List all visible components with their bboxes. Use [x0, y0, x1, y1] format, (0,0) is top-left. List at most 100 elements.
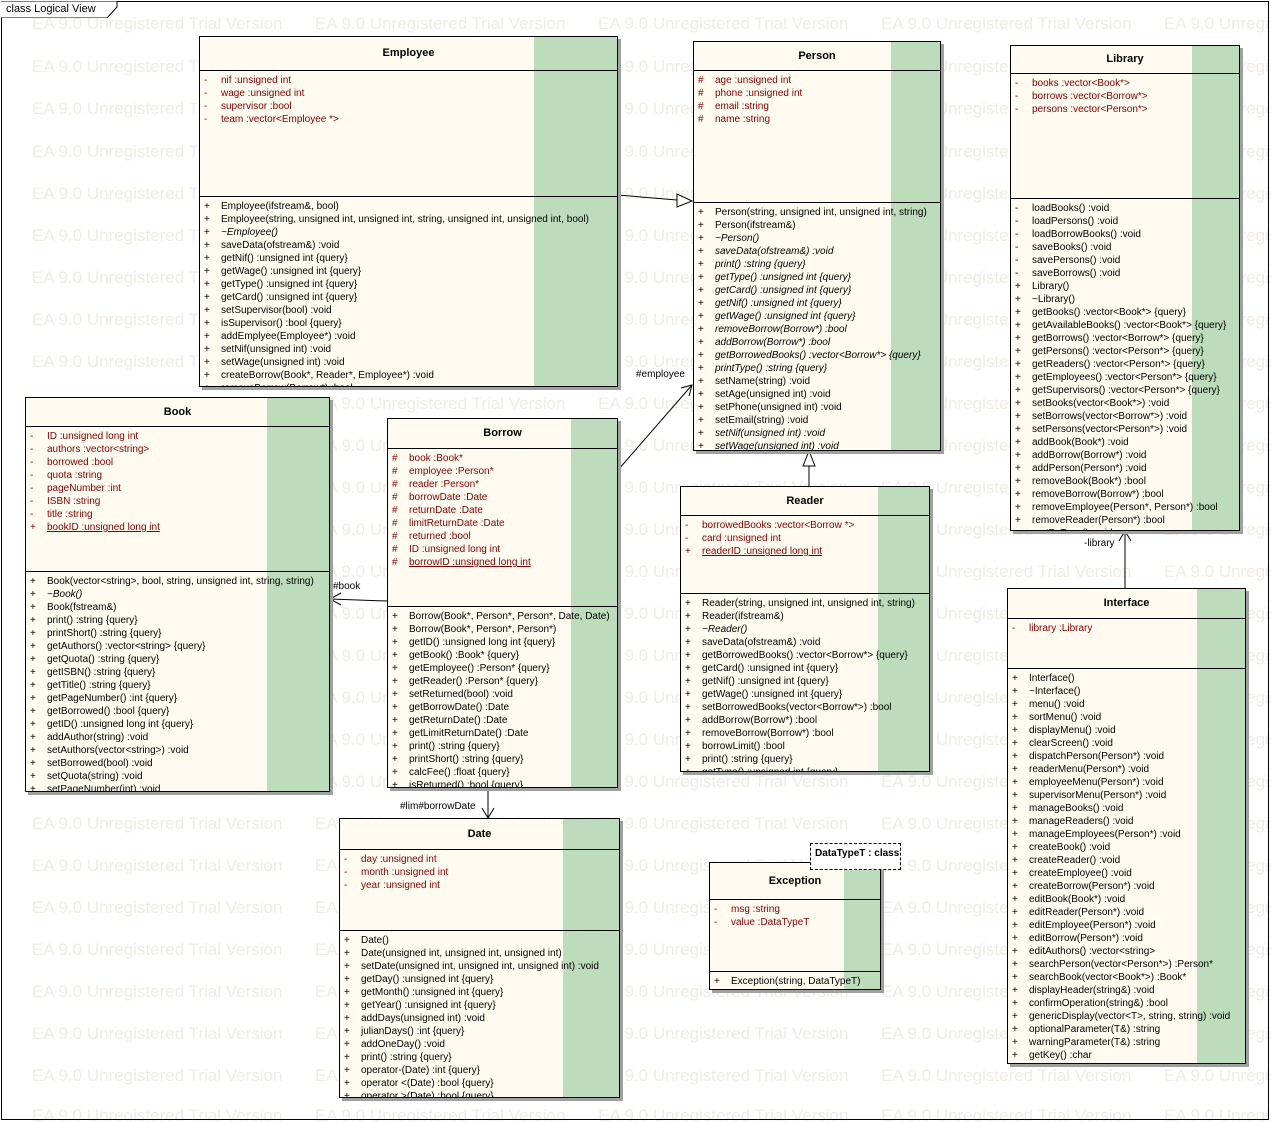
- visibility-marker: +: [30, 758, 36, 769]
- operation-row: +setName(string) :void: [694, 375, 940, 388]
- visibility-marker: +: [30, 732, 36, 743]
- attribute-row: -borrowed :bool: [26, 456, 329, 469]
- operation-row: +getCard() :unsigned int {query}: [200, 291, 617, 304]
- operation-text: removeBorrow(Borrow*) :bool: [221, 382, 353, 386]
- visibility-marker: -: [685, 533, 689, 544]
- operation-row: +getType() :unsigned int {query}: [681, 766, 929, 771]
- class-name: Reader: [786, 495, 824, 507]
- visibility-marker: +: [698, 220, 704, 231]
- visibility-marker: -: [30, 444, 34, 455]
- visibility-marker: #: [392, 518, 398, 529]
- operation-text: setBorrowed(bool) :void: [47, 758, 153, 769]
- operation-text: getBorrowedBooks() :vector<Borrow*> {que…: [702, 650, 908, 661]
- visibility-marker: +: [204, 370, 210, 381]
- visibility-marker: +: [1015, 424, 1021, 435]
- visibility-marker: -: [30, 457, 34, 468]
- class-borrow[interactable]: Borrow#book :Book*#employee :Person*#rea…: [387, 418, 618, 788]
- operation-text: borrowLimit() :bool: [702, 741, 785, 752]
- operation-row: +employeeMenu(Person*) :void: [1008, 776, 1245, 789]
- visibility-marker: +: [344, 1013, 350, 1024]
- visibility-marker: -: [1015, 255, 1019, 266]
- operation-text: Person(string, unsigned int, unsigned in…: [715, 207, 927, 218]
- operation-row: +saveData(ofstream&) :void: [694, 245, 940, 258]
- operation-text: createBook() :void: [1029, 842, 1111, 853]
- visibility-marker: +: [1015, 307, 1021, 318]
- visibility-marker: +: [30, 693, 36, 704]
- visibility-marker: +: [1015, 359, 1021, 370]
- operations-compartment: -loadBooks() :void-loadPersons() :void-l…: [1011, 202, 1239, 530]
- attribute-row: -ISBN :string: [26, 495, 329, 508]
- compartment-divider: [1011, 73, 1239, 74]
- attributes-compartment: #age :unsigned int#phone :unsigned int#e…: [694, 74, 940, 126]
- attribute-row: -wage :unsigned int: [200, 87, 617, 100]
- visibility-marker: +: [1012, 751, 1018, 762]
- operation-row: +print() :string {query}: [694, 258, 940, 271]
- visibility-marker: #: [392, 466, 398, 477]
- association-arrowhead-person: [680, 384, 693, 397]
- class-exception[interactable]: Exception-msg :string-value :DataTypeT+E…: [709, 862, 881, 990]
- operation-row: +setWage(unsigned int) :void: [694, 440, 940, 450]
- operation-row: +getKey() :char: [1008, 1049, 1245, 1062]
- class-shade: [1192, 46, 1239, 530]
- operation-row: +setWage(unsigned int) :void: [200, 356, 617, 369]
- attribute-row: #limitReturnDate :Date: [388, 517, 617, 530]
- operation-row: +Reader(ifstream&): [681, 610, 929, 623]
- operation-row: +getType() :unsigned int {query}: [200, 278, 617, 291]
- operation-row: +getSupervisors() :vector<Person*> {quer…: [1011, 384, 1239, 397]
- association-borrow-person: [617, 384, 693, 471]
- visibility-marker: -: [204, 75, 208, 86]
- visibility-marker: +: [204, 292, 210, 303]
- operation-text: isReturned() :bool {query}: [409, 780, 523, 788]
- class-date[interactable]: Date-day :unsigned int-month :unsigned i…: [339, 818, 620, 1098]
- attribute-row: -team :vector<Employee *>: [200, 113, 617, 126]
- operation-text: getMonth() :unsigned int {query}: [361, 987, 504, 998]
- operation-text: saveBorrows() :void: [1032, 268, 1121, 279]
- class-book[interactable]: Book-ID :unsigned long int-authors :vect…: [25, 397, 330, 792]
- operation-text: isSupervisor() :bool {query}: [221, 318, 342, 329]
- class-reader[interactable]: Reader-borrowedBooks :vector<Borrow *>-c…: [680, 486, 930, 772]
- operation-text: setSupervisor(bool) :void: [221, 305, 332, 316]
- class-interface[interactable]: Interface-library :Library+Interface()+~…: [1007, 588, 1246, 1064]
- visibility-marker: -: [344, 867, 348, 878]
- operation-text: getQuota() :string {query}: [47, 654, 160, 665]
- operation-row: +readerMenu(Person*) :void: [1008, 763, 1245, 776]
- visibility-marker: +: [1015, 463, 1021, 474]
- operation-row: +optionalParameter(T&) :string: [1008, 1023, 1245, 1036]
- operation-text: print() :string {query}: [361, 1052, 452, 1063]
- operation-text: genericDisplay(vector<T>, string, string…: [1029, 1011, 1231, 1022]
- class-library[interactable]: Library-books :vector<Book*>-borrows :ve…: [1010, 45, 1240, 531]
- operation-text: removeBook(Book*) :bool: [1032, 476, 1146, 487]
- visibility-marker: +: [1012, 881, 1018, 892]
- operation-text: addPerson(Person*) :void: [1032, 463, 1147, 474]
- visibility-marker: -: [1015, 203, 1019, 214]
- operation-text: searchBook(vector<Book*>) :Book*: [1029, 972, 1187, 983]
- visibility-marker: +: [1012, 998, 1018, 1009]
- visibility-marker: +: [685, 624, 691, 635]
- operation-row: +getYear() :unsigned int {query}: [340, 999, 619, 1012]
- class-person[interactable]: Person#age :unsigned int#phone :unsigned…: [693, 41, 941, 451]
- attribute-row: #borrowID :unsigned long int: [388, 556, 617, 569]
- operation-text: Reader(string, unsigned int, unsigned in…: [702, 598, 915, 609]
- visibility-marker: -: [344, 854, 348, 865]
- visibility-marker: +: [698, 207, 704, 218]
- operation-row: +sortByType() :void: [1011, 527, 1239, 530]
- visibility-marker: #: [698, 101, 704, 112]
- operation-text: getType() :unsigned int {query}: [715, 272, 852, 283]
- operations-compartment: + Reader(string, unsigned int, unsigned i…: [681, 597, 929, 771]
- operation-text: addBook(Book*) :void: [1032, 437, 1129, 448]
- operation-text: setName(string) :void: [715, 376, 811, 387]
- operation-text: Interface(): [1029, 673, 1075, 684]
- visibility-marker: +: [1012, 894, 1018, 905]
- visibility-marker: #: [392, 557, 398, 568]
- visibility-marker: +: [1015, 411, 1021, 422]
- operation-row: +removeBook(Book*) :bool: [1011, 475, 1239, 488]
- association-arrowhead-library: [1118, 530, 1132, 542]
- attribute-row: -books :vector<Book*>: [1011, 77, 1239, 90]
- compartment-divider: [694, 202, 940, 203]
- employee-role-label: #employee: [636, 369, 685, 380]
- visibility-marker: +: [392, 715, 398, 726]
- operation-row: +Interface(): [1008, 672, 1245, 685]
- visibility-marker: +: [685, 689, 691, 700]
- operation-text: ~Interface(): [1029, 686, 1081, 697]
- class-employee[interactable]: Employee-nif :unsigned int-wage :unsigne…: [199, 36, 618, 387]
